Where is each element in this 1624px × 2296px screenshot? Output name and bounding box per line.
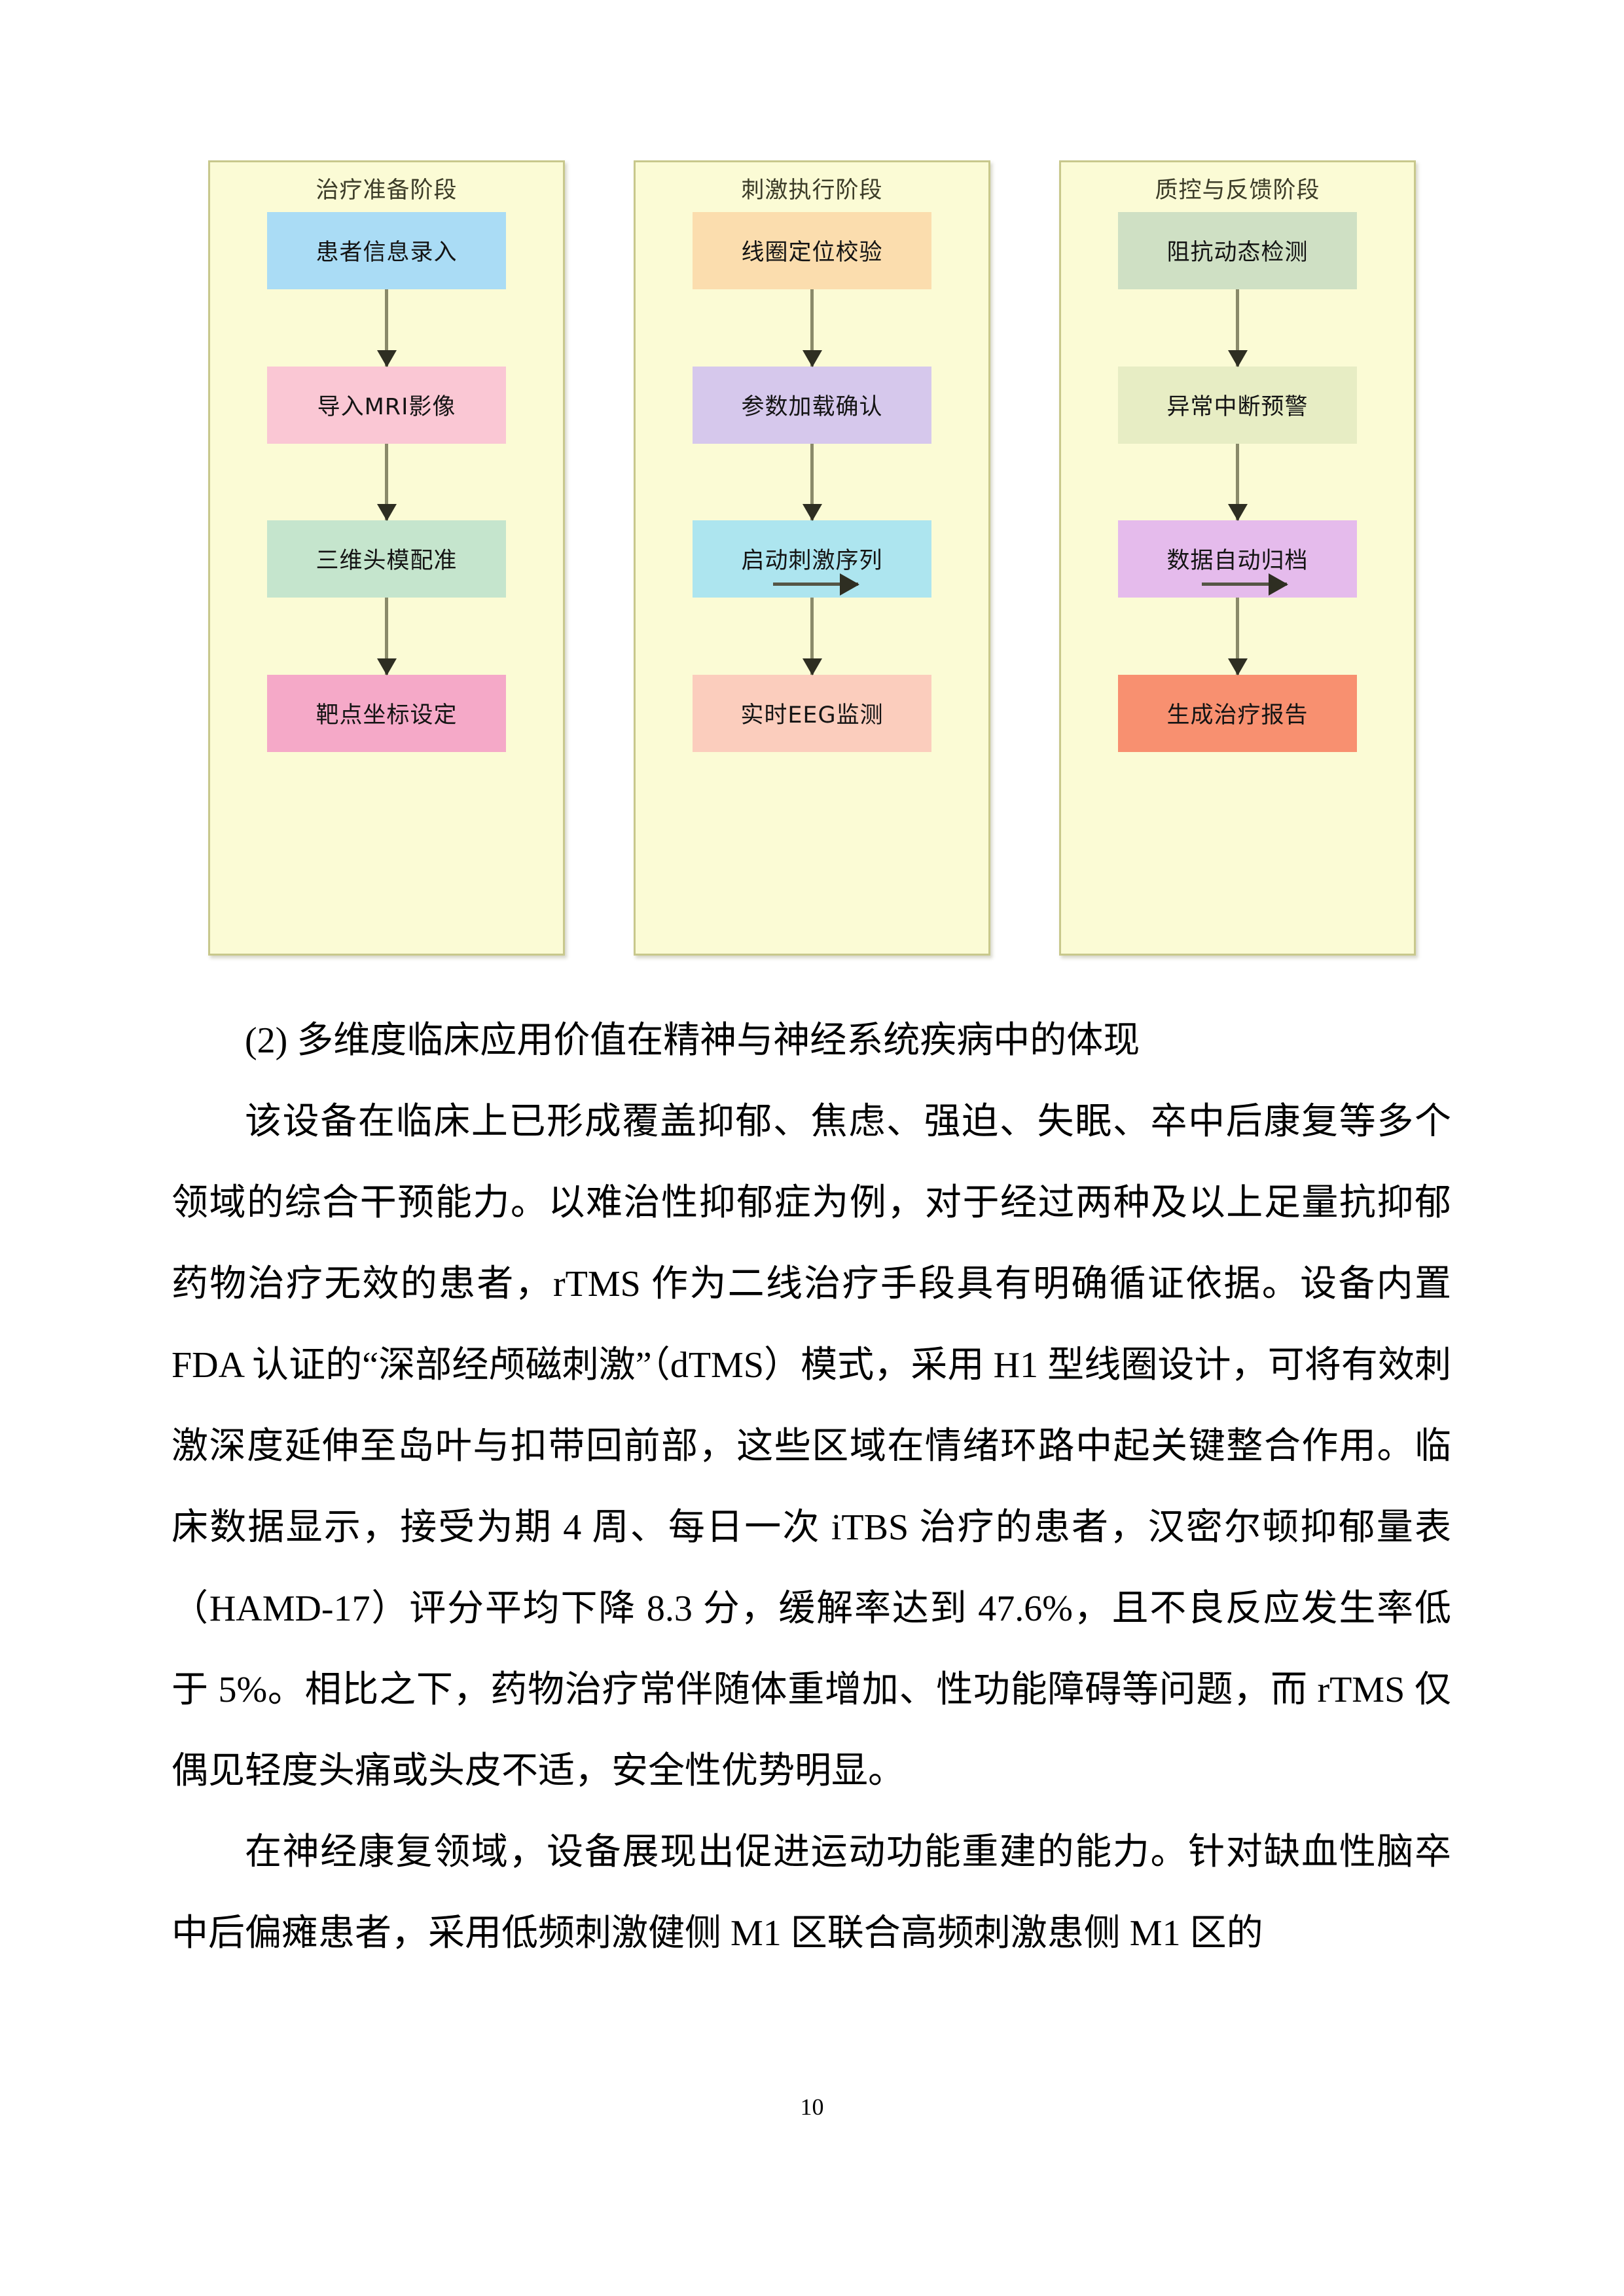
treatment-workflow-flowchart: 治疗准备阶段 患者信息录入 导入MRI影像 三维头模配准 靶点坐标设定 刺激执行… [208, 160, 1416, 956]
flow-node-abnormal-interrupt-alert: 异常中断预警 [1118, 366, 1357, 444]
flow-node-realtime-eeg-monitoring: 实时EEG监测 [693, 674, 931, 752]
arrow-down-icon [1236, 289, 1239, 367]
arrow-down-icon [810, 443, 814, 520]
flow-node-import-mri: 导入MRI影像 [267, 366, 506, 444]
arrow-right-icon [1202, 583, 1287, 586]
flow-node-start-stimulation-sequence: 启动刺激序列 [693, 520, 931, 598]
flow-column-title: 质控与反馈阶段 [1155, 177, 1320, 204]
arrow-down-icon [1236, 597, 1239, 675]
flow-column-title: 刺激执行阶段 [741, 177, 883, 204]
arrow-down-icon [385, 289, 388, 367]
flow-node-coil-positioning-check: 线圈定位校验 [693, 211, 931, 289]
arrow-down-icon [810, 289, 814, 367]
paragraph-neuro-rehabilitation: 在神经康复领域，设备展现出促进运动功能重建的能力。针对缺血性脑卒中后偏瘫患者，采… [171, 1832, 1451, 1954]
flow-column-title: 治疗准备阶段 [316, 177, 458, 204]
arrow-down-icon [385, 597, 388, 675]
flow-node-automatic-data-archiving: 数据自动归档 [1118, 520, 1357, 598]
body-text-block: (2) 多维度临床应用价值在精神与神经系统疾病中的体现 该设备在临床上已形成覆盖… [171, 1000, 1451, 1974]
flow-node-generate-treatment-report: 生成治疗报告 [1118, 674, 1357, 752]
flow-column-treatment-preparation: 治疗准备阶段 患者信息录入 导入MRI影像 三维头模配准 靶点坐标设定 [208, 160, 565, 956]
arrow-right-icon [773, 583, 858, 586]
page-number: 10 [800, 2094, 824, 2120]
arrow-down-icon [385, 443, 388, 520]
flow-node-target-coordinate-setting: 靶点坐标设定 [267, 674, 506, 752]
arrow-down-icon [810, 597, 814, 675]
arrow-down-icon [1236, 443, 1239, 520]
section-heading: (2) 多维度临床应用价值在精神与神经系统疾病中的体现 [245, 1020, 1140, 1061]
flow-column-quality-control-feedback: 质控与反馈阶段 阻抗动态检测 异常中断预警 数据自动归档 生成治疗报告 [1059, 160, 1416, 956]
paragraph-clinical-applications: 该设备在临床上已形成覆盖抑郁、焦虑、强迫、失眠、卒中后康复等多个领域的综合干预能… [171, 1102, 1451, 1791]
flow-column-stimulation-execution: 刺激执行阶段 线圈定位校验 参数加载确认 启动刺激序列 实时EEG监测 [634, 160, 990, 956]
flow-node-parameter-load-confirm: 参数加载确认 [693, 366, 931, 444]
flow-node-impedance-dynamic-detection: 阻抗动态检测 [1118, 211, 1357, 289]
flow-node-3d-head-model-registration: 三维头模配准 [267, 520, 506, 598]
flow-node-patient-info-entry: 患者信息录入 [267, 211, 506, 289]
